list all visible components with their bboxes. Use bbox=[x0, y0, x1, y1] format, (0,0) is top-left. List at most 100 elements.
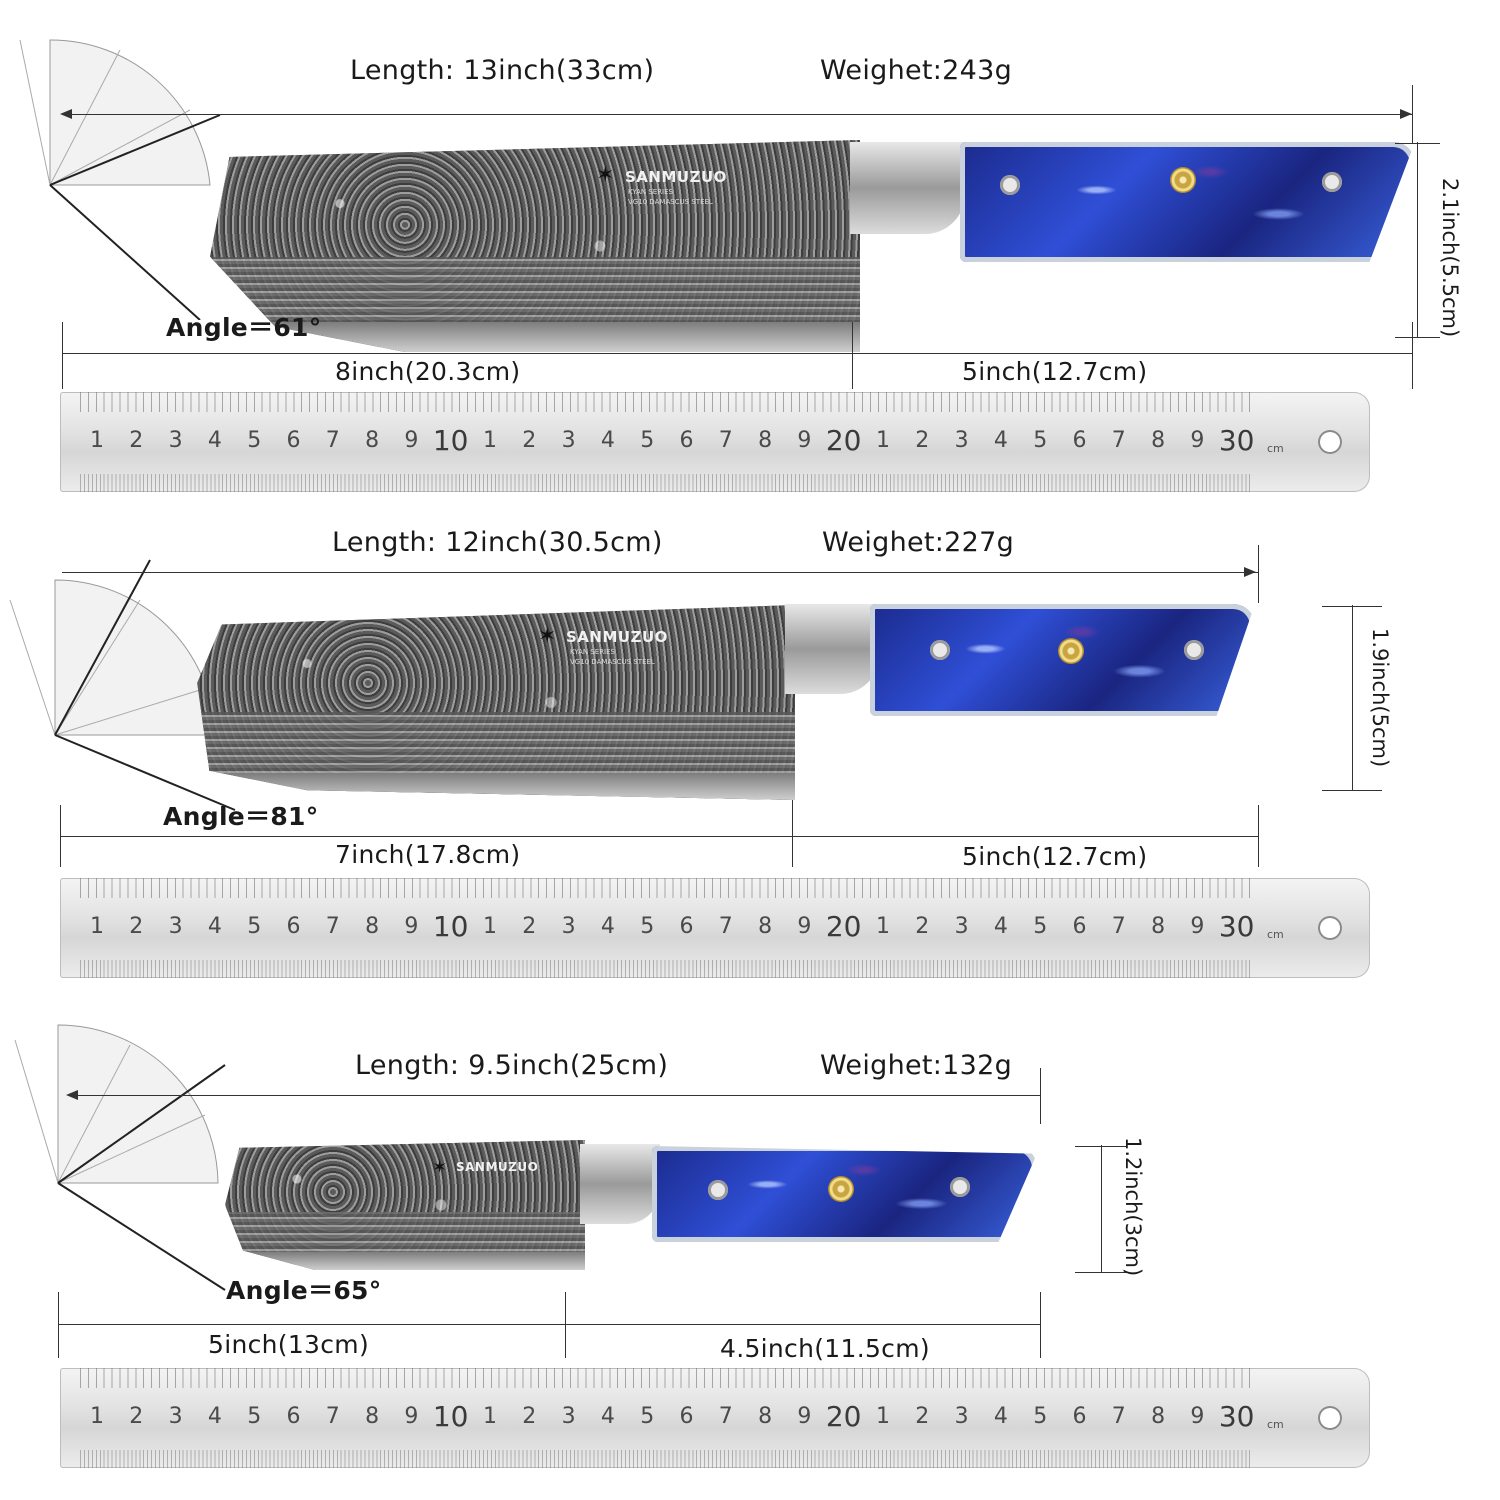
height-dimension-line bbox=[1417, 142, 1418, 338]
length-label: Length: 9.5inch(25cm) bbox=[355, 1050, 669, 1081]
ruler-number: 8 bbox=[365, 428, 380, 453]
knife-handle bbox=[960, 142, 1415, 262]
ruler-number: 2 bbox=[915, 914, 930, 939]
ruler-number: 5 bbox=[640, 914, 655, 939]
sub-left-tick bbox=[60, 805, 61, 867]
ruler-number: 4 bbox=[207, 1404, 222, 1429]
brand-series: KYAN SERIES bbox=[628, 188, 673, 196]
ruler-hole-icon bbox=[1318, 430, 1342, 454]
brand-logo-icon: ✶ bbox=[596, 163, 615, 188]
ruler-number: 2 bbox=[129, 428, 144, 453]
ruler-number: 1 bbox=[483, 428, 497, 453]
brand-name: SANMUZUO bbox=[456, 1160, 539, 1174]
ruler-number: 5 bbox=[640, 428, 655, 453]
ruler-number: 10 bbox=[432, 1400, 469, 1433]
angle-label: Angle＝81° bbox=[163, 802, 319, 831]
handle-length-label: 5inch(12.7cm) bbox=[962, 357, 1148, 386]
handle-length-label: 4.5inch(11.5cm) bbox=[720, 1334, 930, 1363]
ruler-number: 6 bbox=[679, 428, 694, 453]
ruler-ticks bbox=[80, 474, 1250, 492]
handle-rivet bbox=[1184, 640, 1204, 660]
angle-label: Angle＝65° bbox=[226, 1276, 382, 1305]
ruler-number: 5 bbox=[1033, 1404, 1048, 1429]
sub-mid-tick bbox=[565, 1292, 566, 1358]
ruler-number: 20 bbox=[825, 910, 862, 943]
ruler-ticks bbox=[80, 878, 1250, 898]
sub-dimension-line bbox=[62, 353, 1412, 354]
ruler-number: 7 bbox=[325, 428, 340, 453]
handle-medallion-icon bbox=[1058, 638, 1084, 664]
height-bottom-tick bbox=[1075, 1272, 1127, 1273]
length-end-tick bbox=[1412, 85, 1413, 143]
brand-material: VG10 DAMASCUS STEEL bbox=[570, 658, 655, 666]
arrow-right-icon bbox=[1244, 567, 1256, 577]
ruler-number: 3 bbox=[954, 1404, 969, 1429]
ruler-number: 9 bbox=[404, 914, 419, 939]
ruler-number: 2 bbox=[522, 1404, 537, 1429]
length-dimension-line bbox=[68, 1095, 1040, 1096]
weight-label: Weighet:132g bbox=[820, 1050, 1013, 1081]
height-bottom-tick bbox=[1395, 337, 1440, 338]
sub-dimension-line bbox=[60, 836, 1258, 837]
ruler-number: 7 bbox=[1111, 1404, 1126, 1429]
handle-rivet bbox=[950, 1177, 970, 1197]
handle-length-label: 5inch(12.7cm) bbox=[962, 842, 1148, 871]
ruler-ticks bbox=[80, 1368, 1250, 1388]
angle-label: Angle＝61° bbox=[166, 313, 322, 342]
ruler-number: 6 bbox=[1072, 914, 1087, 939]
ruler-number: 7 bbox=[1111, 914, 1126, 939]
ruler-unit: cm bbox=[1267, 1418, 1284, 1431]
ruler-number: 6 bbox=[679, 914, 694, 939]
ruler-number: 8 bbox=[1151, 1404, 1166, 1429]
ruler-number: 2 bbox=[129, 914, 144, 939]
height-top-tick bbox=[1322, 606, 1382, 607]
protractor-icon bbox=[14, 1024, 226, 1291]
ruler-number: 30 bbox=[1218, 1400, 1255, 1433]
ruler-number: 2 bbox=[915, 1404, 930, 1429]
length-label: Length: 12inch(30.5cm) bbox=[332, 527, 663, 558]
knife-panel-3: Length: 9.5inch(25cm) Weighet:132g ✶ SAN… bbox=[0, 1000, 1500, 1500]
ruler-number: 4 bbox=[207, 428, 222, 453]
sub-left-tick bbox=[58, 1292, 59, 1358]
knife-bolster bbox=[850, 142, 965, 234]
sub-mid-tick bbox=[792, 800, 793, 867]
ruler-number: 6 bbox=[679, 1404, 694, 1429]
ruler-number: 8 bbox=[365, 1404, 380, 1429]
length-end-tick bbox=[1258, 545, 1259, 603]
protractor-icon bbox=[9, 559, 236, 811]
protractor-icon bbox=[19, 39, 221, 320]
height-top-tick bbox=[1075, 1146, 1127, 1147]
ruler-number: 8 bbox=[758, 914, 773, 939]
ruler-number: 30 bbox=[1218, 424, 1255, 457]
arrow-right-icon bbox=[1400, 109, 1412, 119]
ruler-number: 6 bbox=[1072, 1404, 1087, 1429]
ruler-number: 3 bbox=[561, 428, 576, 453]
ruler-number: 3 bbox=[168, 1404, 183, 1429]
ruler-number: 9 bbox=[1190, 1404, 1205, 1429]
brand-logo-icon: ✶ bbox=[432, 1157, 448, 1178]
length-label: Length: 13inch(33cm) bbox=[350, 55, 655, 86]
length-dimension-line bbox=[62, 114, 1412, 115]
height-label: 1.2inch(3cm) bbox=[1121, 1137, 1145, 1277]
ruler-number: 4 bbox=[600, 1404, 615, 1429]
ruler-unit: cm bbox=[1267, 442, 1284, 455]
ruler-number: 20 bbox=[825, 1400, 862, 1433]
handle-medallion-icon bbox=[1170, 167, 1196, 193]
length-dimension-line bbox=[62, 572, 1258, 573]
brand-name: SANMUZUO bbox=[625, 168, 727, 186]
ruler-number: 5 bbox=[247, 1404, 262, 1429]
knife-panel-2: Length: 12inch(30.5cm) Weighet:227g ✶ SA… bbox=[0, 500, 1500, 990]
ruler-number: 20 bbox=[825, 424, 862, 457]
ruler-number: 8 bbox=[758, 428, 773, 453]
ruler-number: 4 bbox=[207, 914, 222, 939]
weight-label: Weighet:227g bbox=[822, 527, 1015, 558]
ruler-number: 30 bbox=[1218, 910, 1255, 943]
knife-blade bbox=[225, 1140, 585, 1270]
ruler-number: 9 bbox=[797, 914, 812, 939]
ruler-number: 1 bbox=[483, 914, 497, 939]
ruler-number: 7 bbox=[718, 428, 733, 453]
brand-series: KYAN SERIES bbox=[570, 648, 615, 656]
